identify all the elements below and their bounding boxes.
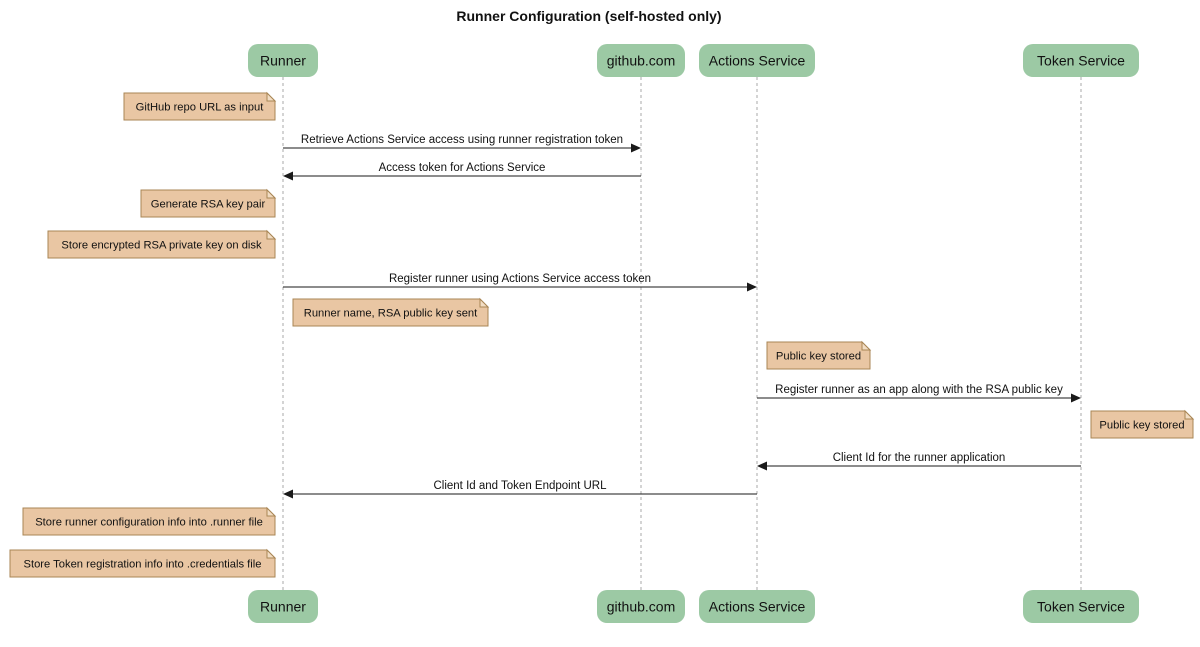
participant-bottom-runner (248, 590, 318, 623)
note-fold-corner (266, 506, 277, 517)
participant-bottom-actions-service (699, 590, 815, 623)
note-shape (1090, 410, 1194, 439)
note-text: Store runner configuration info into .ru… (35, 517, 263, 529)
message-label: Retrieve Actions Service access using ru… (301, 134, 623, 146)
message-label: Register runner as an app along with the… (775, 384, 1063, 396)
participant-bottom-token-service-label: Token Service (1037, 599, 1125, 615)
note-fold-corner (861, 340, 872, 351)
participant-top-github-com (597, 44, 685, 77)
note-text: Public key stored (1099, 420, 1184, 432)
participant-top-actions-service-label: Actions Service (709, 53, 806, 69)
note-fold-corner (266, 229, 277, 240)
participant-bottom-github-com (597, 590, 685, 623)
note-text: Generate RSA key pair (151, 199, 266, 211)
note-text: GitHub repo URL as input (136, 102, 265, 114)
note-shape (140, 189, 276, 218)
note-shape (22, 507, 276, 536)
note-fold-corner (1184, 409, 1195, 420)
message-label: Client Id for the runner application (833, 452, 1006, 464)
message-label: Register runner using Actions Service ac… (389, 273, 651, 285)
participant-bottom-actions-service-label: Actions Service (709, 599, 806, 615)
note-shape (123, 92, 276, 121)
message-arrowhead (757, 461, 767, 471)
participant-bottom-runner-label: Runner (260, 599, 306, 615)
note-text: Store Token registration info into .cred… (24, 559, 262, 571)
message-arrowhead (283, 489, 293, 499)
participant-top-token-service-label: Token Service (1037, 53, 1125, 69)
diagram-title: Runner Configuration (self-hosted only) (456, 8, 722, 24)
message-arrowhead (1071, 393, 1081, 403)
participant-top-github-com-label: github.com (607, 53, 675, 69)
participant-bottom-token-service (1023, 590, 1139, 623)
note-shape (9, 549, 276, 578)
note-shape (766, 341, 871, 370)
participant-top-token-service (1023, 44, 1139, 77)
message-arrowhead (631, 143, 641, 153)
note-shape (292, 298, 489, 327)
note-fold-corner (266, 548, 277, 559)
note-fold-corner (479, 297, 490, 308)
message-arrowhead (283, 171, 293, 181)
participant-top-runner-label: Runner (260, 53, 306, 69)
participant-bottom-github-com-label: github.com (607, 599, 675, 615)
note-shape (47, 230, 276, 259)
participant-top-actions-service (699, 44, 815, 77)
note-fold-corner (266, 91, 277, 102)
message-label: Access token for Actions Service (379, 162, 546, 174)
note-text: Public key stored (776, 351, 861, 363)
note-text: Store encrypted RSA private key on disk (61, 240, 262, 252)
message-label: Client Id and Token Endpoint URL (433, 480, 607, 492)
participant-top-runner (248, 44, 318, 77)
message-arrowhead (747, 282, 757, 292)
note-text: Runner name, RSA public key sent (304, 308, 478, 320)
note-fold-corner (266, 188, 277, 199)
